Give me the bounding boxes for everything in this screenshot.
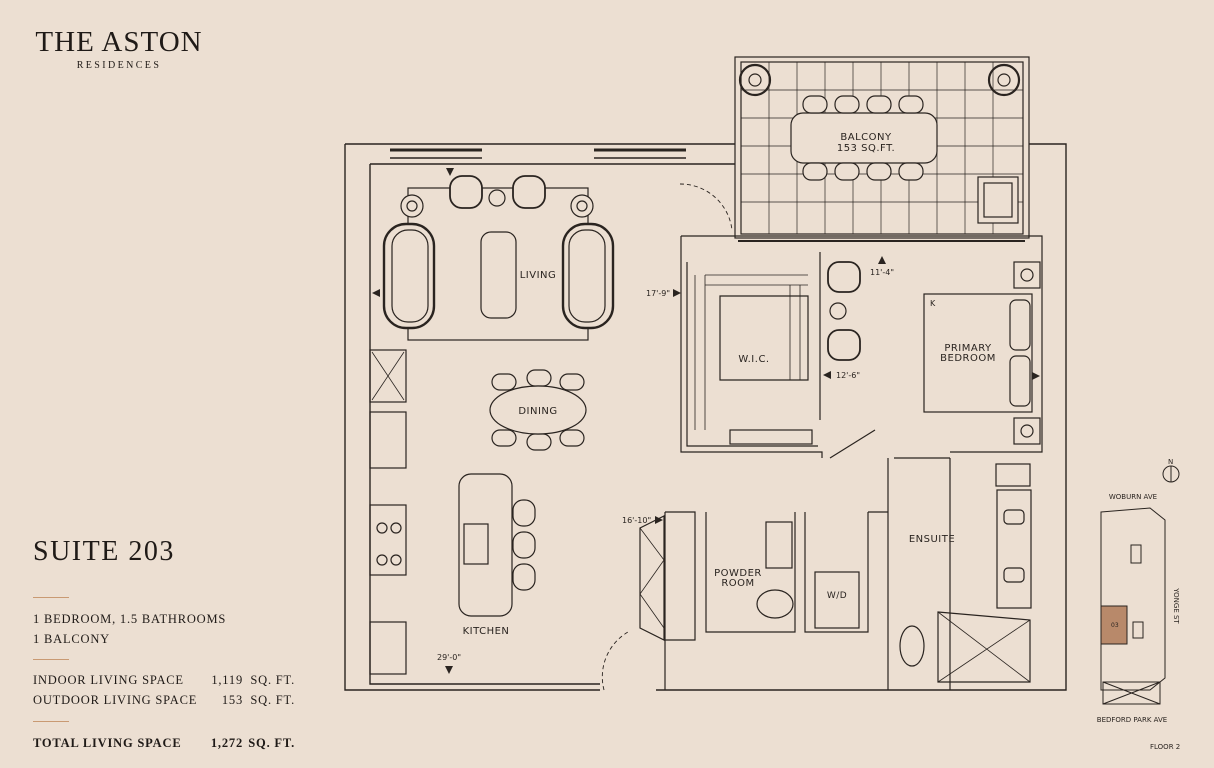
room-label-living: LIVING xyxy=(520,270,557,281)
suite-title: SUITE 203 xyxy=(33,536,175,567)
brand-subtitle: RESIDENCES xyxy=(76,60,162,71)
brand-logo: THE ASTON RESIDENCES xyxy=(34,26,204,71)
bed-size-tag: K xyxy=(930,299,936,308)
room-label-room: ROOM xyxy=(721,578,754,589)
room-label-balcony: BALCONY xyxy=(840,132,892,143)
room-label-kitchen: KITCHEN xyxy=(463,626,510,637)
door-swings xyxy=(601,183,733,691)
room-label-wic: W.I.C. xyxy=(738,354,769,365)
bath-fixtures xyxy=(639,463,1032,683)
living-furniture xyxy=(382,175,615,341)
street-bedford: BEDFORD PARK AVE xyxy=(1097,716,1167,724)
wic-shelving xyxy=(694,274,808,430)
dimension-living: 29'-0" xyxy=(437,653,461,662)
room-label-primary: PRIMARY xyxy=(944,343,992,354)
divider xyxy=(33,721,69,722)
brand-title: THE ASTON xyxy=(35,26,203,58)
floor-label: FLOOR 2 xyxy=(1150,743,1180,751)
north-label: N xyxy=(1168,458,1173,466)
room-label-powder: POWDER xyxy=(714,568,762,579)
divider xyxy=(33,597,69,598)
arrows xyxy=(372,168,1040,674)
room-label-dining: DINING xyxy=(518,406,557,417)
bedroom-furniture xyxy=(827,261,1041,445)
room-label-balcony-area: 153 SQ.FT. xyxy=(837,143,895,154)
dimension-bedroom-depth: 12'-6" xyxy=(836,371,860,380)
total-area-label: TOTAL LIVING SPACE xyxy=(33,736,182,750)
key-plan-unit: 03 xyxy=(1111,622,1119,629)
total-area-value: 1,272 xyxy=(210,736,243,750)
key-plan xyxy=(1100,465,1180,705)
street-yonge: YONGE ST xyxy=(1172,587,1180,624)
exterior-walls xyxy=(344,143,1067,691)
dining-furniture xyxy=(489,369,587,451)
outdoor-area-value: 153 xyxy=(221,693,243,707)
indoor-area-label: INDOOR LIVING SPACE xyxy=(33,673,184,687)
total-area-unit: SQ. FT. xyxy=(248,736,295,750)
indoor-area-unit: SQ. FT. xyxy=(250,673,295,687)
dimension-hall: 16'-10" xyxy=(622,516,651,525)
room-label-bedroom: BEDROOM xyxy=(940,353,996,364)
suite-line-1: 1 BEDROOM, 1.5 BATHROOMS xyxy=(33,612,227,626)
room-label-ensuite: ENSUITE xyxy=(909,534,955,545)
dimension-bedroom-width: 11'-4" xyxy=(870,268,894,277)
divider xyxy=(33,659,69,660)
interior-walls xyxy=(664,235,1043,690)
kitchen-fixtures xyxy=(369,349,536,675)
suite-line-2: 1 BALCONY xyxy=(33,632,110,646)
outdoor-area-label: OUTDOOR LIVING SPACE xyxy=(33,693,198,707)
room-label-wd: W/D xyxy=(827,591,847,601)
street-woburn: WOBURN AVE xyxy=(1109,493,1157,501)
indoor-area-value: 1,119 xyxy=(211,673,243,687)
balcony-area xyxy=(734,56,1030,242)
dimension-wic: 17'-9" xyxy=(646,289,670,298)
outdoor-area-unit: SQ. FT. xyxy=(250,693,295,707)
